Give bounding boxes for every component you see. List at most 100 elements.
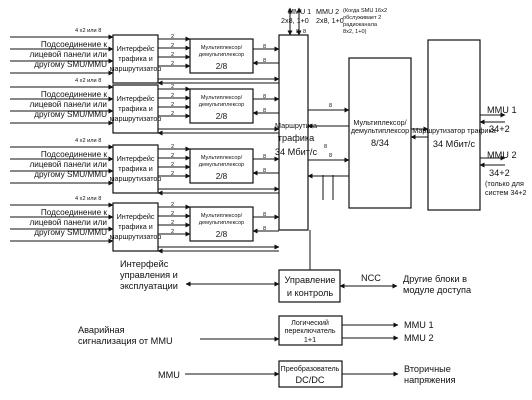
svg-text:MMU 2: MMU 2 xyxy=(316,7,339,16)
traffic-router-34-label: Маршрутиза трафика 34 Мбит/с xyxy=(275,121,318,157)
svg-text:MMU 1: MMU 1 xyxy=(404,320,434,330)
traffic-interface-box xyxy=(112,34,159,84)
mux-2-8-label: демультиплексор xyxy=(199,220,244,226)
external-connection-label: Подсоединение к xyxy=(41,150,107,159)
dcdc-row: MMU Преобразователь DC/DC Вторичные напр… xyxy=(158,360,456,388)
traffic-interface-box xyxy=(112,144,159,194)
svg-text:обслуживает 2: обслуживает 2 xyxy=(343,15,381,21)
link-count: 2 xyxy=(171,84,174,90)
svg-text:34+2: 34+2 xyxy=(489,124,510,134)
mux-2-8-ratio: 2/8 xyxy=(216,62,228,71)
traffic-interface-label: трафика и xyxy=(118,164,153,173)
link-count: 8 xyxy=(263,212,266,218)
mux-2-8-box xyxy=(189,88,254,124)
link-count: 8 xyxy=(263,94,266,100)
link-count: 2 xyxy=(171,144,174,150)
external-connection-label: лицевой панели или xyxy=(29,50,107,59)
mux-2-8-label: демультиплексор xyxy=(199,162,244,168)
svg-text:сигнализация от MMU: сигнализация от MMU xyxy=(78,336,173,346)
logic-switch-box xyxy=(278,315,343,346)
mux-2-8-label: демультиплексор xyxy=(199,102,244,108)
link-count: 2 xyxy=(171,220,174,226)
mmu-top-labels: MMU 1 2x8, 1+0 MMU 2 2x8, 1+0 (Когда SMU… xyxy=(281,7,387,35)
link-count: 2 xyxy=(171,202,174,208)
link-count: 2 xyxy=(171,93,174,99)
svg-text:MMU 1: MMU 1 xyxy=(487,105,517,115)
link-count: 2 xyxy=(171,111,174,117)
svg-text:MMU 2: MMU 2 xyxy=(404,333,434,343)
link-count: 2 xyxy=(171,162,174,168)
mux-8-34-label: Мультиплексор/ демультиплексор 8/34 xyxy=(351,118,409,148)
svg-text:8x2, 1+0): 8x2, 1+0) xyxy=(343,29,367,35)
svg-text:8/34: 8/34 xyxy=(371,138,389,148)
mux-8-34-box xyxy=(348,57,412,209)
mux-2-8-label: Мультиплексор/ xyxy=(201,95,243,101)
svg-text:MMU: MMU xyxy=(158,370,180,380)
link-count: 8 xyxy=(263,154,266,160)
svg-text:Аварийная: Аварийная xyxy=(78,325,125,335)
external-connection-label: Подсоединение к xyxy=(41,208,107,217)
traffic-interface-label: трафика и xyxy=(118,54,153,63)
external-connection-label: лицевой панели или xyxy=(29,160,107,169)
svg-text:и контроль: и контроль xyxy=(287,288,334,298)
bus-label: 4 x2 или 8 xyxy=(75,138,101,144)
svg-text:систем 34+2: систем 34+2 xyxy=(485,188,527,197)
traffic-interface-label: Интерфейс xyxy=(117,212,155,221)
external-connection-label: лицевой панели или xyxy=(29,100,107,109)
link-count: 8 xyxy=(263,58,266,64)
svg-text:1+1: 1+1 xyxy=(304,335,316,344)
svg-text:напряжения: напряжения xyxy=(404,375,456,385)
traffic-interface-label: маршрутизатор xyxy=(110,232,162,241)
external-connection-label: лицевой панели или xyxy=(29,218,107,227)
svg-text:(Когда SMU 16x2: (Когда SMU 16x2 xyxy=(343,8,387,14)
bus-label: 4 x2 или 8 xyxy=(75,196,101,202)
svg-text:2x8, 1+0: 2x8, 1+0 xyxy=(316,16,344,25)
svg-text:Вторичные: Вторичные xyxy=(404,364,451,374)
svg-text:DC/DC: DC/DC xyxy=(295,375,324,385)
traffic-interface-label: маршрутизатор xyxy=(110,114,162,123)
svg-text:радиоканала: радиоканала xyxy=(343,22,378,28)
link-count: 8 xyxy=(263,44,266,50)
mux-2-8-label: Мультиплексор/ xyxy=(201,155,243,161)
svg-text:34+2: 34+2 xyxy=(489,168,510,178)
link-count: 2 xyxy=(171,52,174,58)
svg-text:Управление: Управление xyxy=(284,275,335,285)
svg-text:34 Мбит/с: 34 Мбит/с xyxy=(275,147,318,157)
traffic-interface-box xyxy=(112,84,159,134)
external-connection-label: Подсоединение к xyxy=(41,40,107,49)
link-count: 8 xyxy=(263,226,266,232)
external-connection-label: другому SMU/MMU xyxy=(34,60,107,69)
external-connection-label: другому SMU/MMU xyxy=(34,170,107,179)
bus-label: 4 x2 или 8 xyxy=(75,78,101,84)
mux-2-8-box xyxy=(189,206,254,242)
link-count: 2 xyxy=(171,43,174,49)
svg-text:Маршрутиза: Маршрутиза xyxy=(275,121,317,130)
svg-text:34 Мбит/с: 34 Мбит/с xyxy=(433,139,476,149)
traffic-interface-label: Интерфейс xyxy=(117,94,155,103)
svg-text:(только для: (только для xyxy=(485,179,524,188)
external-connection-label: другому SMU/MMU xyxy=(34,110,107,119)
svg-text:Другие блоки в: Другие блоки в xyxy=(403,274,467,284)
svg-text:эксплуатации: эксплуатации xyxy=(120,281,178,291)
svg-text:модуле доступа: модуле доступа xyxy=(403,285,472,295)
link-count: 2 xyxy=(171,211,174,217)
svg-text:Маршрутизатор трафика: Маршрутизатор трафика xyxy=(412,126,496,135)
mmu-outputs: MMU 1 34+2 MMU 2 34+2 (только для систем… xyxy=(485,105,527,197)
svg-text:8: 8 xyxy=(329,103,332,109)
alarm-row: Аварийная сигнализация от MMU Логический… xyxy=(78,315,434,346)
svg-text:MMU 1: MMU 1 xyxy=(288,7,311,16)
link-count: 2 xyxy=(171,34,174,40)
bus-label: 4 x2 или 8 xyxy=(75,28,101,34)
link-count: 2 xyxy=(171,102,174,108)
svg-text:8: 8 xyxy=(324,144,327,150)
traffic-interface-label: Интерфейс xyxy=(117,154,155,163)
svg-text:Преобразователь: Преобразователь xyxy=(281,364,340,373)
svg-text:MMU 2: MMU 2 xyxy=(487,150,517,160)
link-count: 2 xyxy=(171,229,174,235)
mux-2-8-ratio: 2/8 xyxy=(216,172,228,181)
traffic-interface-box xyxy=(112,202,159,252)
